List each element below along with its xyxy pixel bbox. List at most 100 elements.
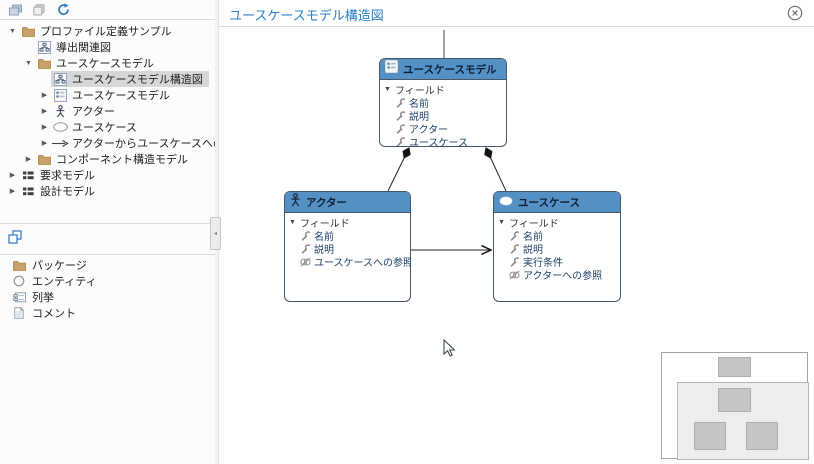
expander-icon[interactable]: ▼ <box>25 59 32 67</box>
expander-icon[interactable]: ▼ <box>9 27 16 35</box>
node-body: ▼ フィールド 名前 説明 実行条件 アクターへの参照 <box>494 213 620 282</box>
selected-tree-item[interactable]: ユースケースモデル構造図 <box>51 71 209 87</box>
field-group-row[interactable]: ▼ フィールド <box>494 216 620 230</box>
tree-item-label: 設計モデル <box>40 186 95 198</box>
enum-table-icon <box>10 291 28 303</box>
diagram-canvas[interactable]: ユースケースモデル ▼ フィールド 名前 説明 アクター ユースケース <box>219 27 814 464</box>
tree-item-actor-to-usecase-reference[interactable]: ▶ アクターからユースケースへの参照 <box>0 135 246 151</box>
edge-composition-usecase[interactable] <box>484 147 507 192</box>
expander-icon[interactable]: ▶ <box>41 124 48 131</box>
node-header: ユースケース <box>494 192 620 213</box>
tree-item-requirement-model[interactable]: ▶ 要求モデル <box>0 167 215 183</box>
cascade-windows-icon[interactable] <box>8 3 22 17</box>
palette-item-comment[interactable]: コメント <box>0 305 215 321</box>
palette-item-label: エンティティ <box>32 276 97 288</box>
model-grid-icon <box>20 186 37 197</box>
expander-icon[interactable]: ▶ <box>41 108 48 115</box>
field-group-row[interactable]: ▼ フィールド <box>285 216 410 230</box>
tree-item-usecase-model-folder[interactable]: ▼ ユースケースモデル <box>0 55 215 71</box>
palette-item-package[interactable]: パッケージ <box>0 257 215 273</box>
wrench-icon <box>395 136 406 146</box>
edge-composition-actor[interactable] <box>387 147 411 192</box>
tree-item-profile-sample[interactable]: ▼ プロファイル定義サンプル <box>0 23 215 39</box>
palette-item-label: 列挙 <box>32 292 54 304</box>
expander-icon[interactable]: ▶ <box>41 140 48 147</box>
wrench-icon <box>509 243 520 254</box>
palette-item-label: パッケージ <box>32 260 87 272</box>
field-row[interactable]: 名前 <box>380 96 506 110</box>
tree-item-usecase-model[interactable]: ▶ ユースケースモデル <box>0 87 215 103</box>
field-group-label: フィールド <box>508 219 559 230</box>
model-grid-icon <box>20 170 37 181</box>
tree-item-component-structure-model[interactable]: ▶ コンポーネント構造モデル <box>0 151 215 167</box>
field-row[interactable]: 名前 <box>285 229 410 243</box>
refresh-tree-icon[interactable] <box>56 3 70 17</box>
diagram-editor: ユースケースモデル構造図 <box>219 0 814 464</box>
palette-item-entity[interactable]: エンティティ <box>0 273 215 289</box>
field-row[interactable]: 名前 <box>494 229 620 243</box>
usecase-icon <box>52 122 69 132</box>
model-icon <box>52 88 69 102</box>
node-usecase-model[interactable]: ユースケースモデル ▼ フィールド 名前 説明 アクター ユースケース <box>379 58 507 147</box>
palette-item-enum[interactable]: 列挙 <box>0 289 215 305</box>
tree-toolbar <box>0 0 215 20</box>
arrow-icon <box>52 139 69 148</box>
group-expander-icon[interactable]: ▼ <box>384 86 391 93</box>
field-label: 名前 <box>314 232 334 243</box>
group-expander-icon[interactable]: ▼ <box>289 219 296 226</box>
reference-icon <box>300 257 311 267</box>
collapse-arrow-icon: ◂ <box>213 231 217 237</box>
field-row[interactable]: 説明 <box>494 242 620 256</box>
field-row[interactable]: 実行条件 <box>494 255 620 269</box>
node-actor[interactable]: アクター ▼ フィールド 名前 説明 ユースケースへの参照 <box>284 191 411 302</box>
minimap-node <box>718 388 751 412</box>
copy-icon[interactable] <box>32 3 46 17</box>
field-row[interactable]: アクターへの参照 <box>494 268 620 282</box>
node-title: アクター <box>306 196 348 209</box>
close-diagram-button[interactable] <box>787 5 803 21</box>
tree-item-label: 要求モデル <box>40 170 95 182</box>
field-group-label: フィールド <box>394 86 445 97</box>
field-row[interactable]: 説明 <box>380 109 506 123</box>
expander-icon[interactable]: ▶ <box>25 156 32 163</box>
model-tree: ▼ プロファイル定義サンプル 導出関連図 ▼ ユースケースモデル ユースケースモ… <box>0 23 246 199</box>
expander-icon[interactable]: ▶ <box>41 92 48 99</box>
field-row[interactable]: ユースケースへの参照 <box>285 255 411 269</box>
tree-item-design-model[interactable]: ▶ 設計モデル <box>0 183 215 199</box>
tree-item-label: ユースケースモデル <box>56 58 154 70</box>
palette-list: パッケージ エンティティ 列挙 コメント <box>0 257 215 321</box>
expander-icon[interactable]: ▶ <box>9 172 16 179</box>
field-label: 説明 <box>523 245 543 256</box>
expander-icon[interactable]: ▶ <box>9 188 16 195</box>
wrench-icon <box>300 230 311 241</box>
node-usecase[interactable]: ユースケース ▼ フィールド 名前 説明 実行条件 アクターへの参照 <box>493 191 621 302</box>
folder-icon <box>10 260 28 271</box>
field-group-row[interactable]: ▼ フィールド <box>380 83 506 97</box>
usecase-icon <box>499 193 513 211</box>
node-body: ▼ フィールド 名前 説明 アクター ユースケース <box>380 80 506 146</box>
panel-collapse-handle[interactable]: ◂ <box>210 217 221 250</box>
field-row[interactable]: ユースケース <box>380 135 506 146</box>
minimap-node <box>718 357 751 377</box>
cascade-layers-icon[interactable] <box>8 230 22 244</box>
field-label: ユースケースへの参照 <box>314 258 411 269</box>
structure-tree-panel: ▼ プロファイル定義サンプル 導出関連図 ▼ ユースケースモデル ユースケースモ… <box>0 0 246 464</box>
tree-item-label: プロファイル定義サンプル <box>40 26 172 38</box>
node-title: ユースケースモデル <box>403 63 497 76</box>
field-row[interactable]: アクター <box>380 122 506 136</box>
tree-item-actor[interactable]: ▶ アクター <box>0 103 215 119</box>
wrench-icon <box>395 110 406 121</box>
field-row[interactable]: 説明 <box>285 242 410 256</box>
wrench-icon <box>509 256 520 267</box>
tree-item-usecase-model-structure-diagram[interactable]: ユースケースモデル構造図 <box>0 71 215 87</box>
overview-panel[interactable] <box>661 352 809 460</box>
actor-icon <box>290 192 301 212</box>
group-expander-icon[interactable]: ▼ <box>498 219 505 226</box>
actor-icon <box>52 104 69 118</box>
tree-item-derivation-diagram[interactable]: 導出関連図 <box>0 39 215 55</box>
node-header: ユースケースモデル <box>380 59 506 80</box>
field-label: 名前 <box>523 232 543 243</box>
palette-item-label: コメント <box>32 308 76 320</box>
tree-item-usecase[interactable]: ▶ ユースケース <box>0 119 215 135</box>
